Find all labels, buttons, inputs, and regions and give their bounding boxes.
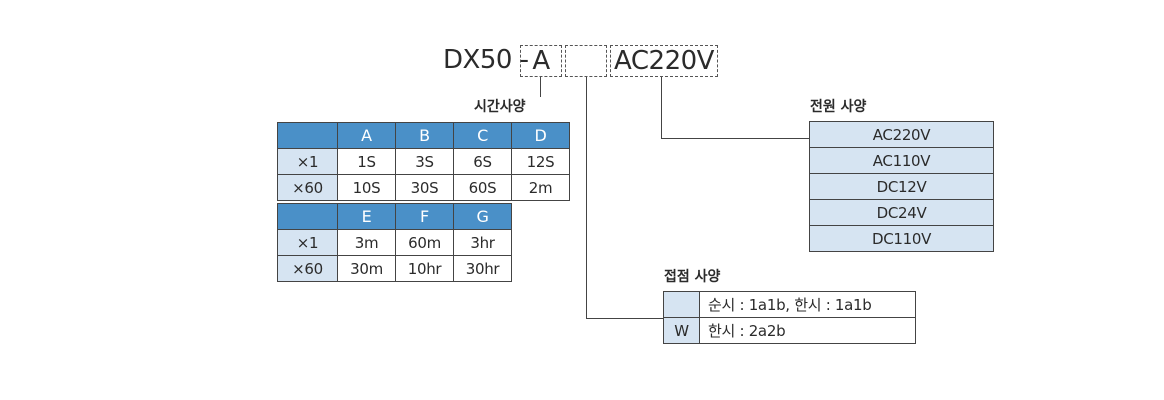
power-option: AC110V xyxy=(809,147,994,174)
time-connector-line xyxy=(540,77,541,97)
power-spec-label: 전원 사양 xyxy=(810,99,867,115)
contact-connector-horizontal xyxy=(586,318,664,319)
power-option: DC110V xyxy=(809,225,994,252)
header-cell-d: D xyxy=(511,122,570,149)
contact-spec-label: 접점 사양 xyxy=(664,269,721,285)
table-row: ×60 30m 10hr 30hr xyxy=(277,255,512,282)
header-cell xyxy=(277,122,338,149)
model-box-power: AC220V xyxy=(610,45,718,77)
contact-spec-table: 순시 : 1a1b, 한시 : 1a1b W 한시 : 2a2b xyxy=(663,291,916,344)
table-row: 순시 : 1a1b, 한시 : 1a1b xyxy=(663,291,916,318)
row-multiplier: ×1 xyxy=(277,229,338,256)
contact-code xyxy=(663,291,700,318)
power-option: AC220V xyxy=(809,121,994,148)
table-row: AC220V xyxy=(809,121,994,148)
power-connector-vertical xyxy=(661,77,662,138)
power-option: DC12V xyxy=(809,173,994,200)
table-cell: 10hr xyxy=(395,255,454,282)
table-cell: 60S xyxy=(453,174,512,201)
table-cell: 2m xyxy=(511,174,570,201)
table-row: DC12V xyxy=(809,173,994,200)
table-cell: 30m xyxy=(337,255,396,282)
table-cell: 30S xyxy=(395,174,454,201)
header-cell-g: G xyxy=(453,203,512,230)
contact-connector-vertical xyxy=(586,77,587,318)
table-cell: 1S xyxy=(337,148,396,175)
table-row: AC110V xyxy=(809,147,994,174)
header-cell-c: C xyxy=(453,122,512,149)
model-box-contact xyxy=(565,45,607,77)
table-cell: 3S xyxy=(395,148,454,175)
time-spec-label: 시간사양 xyxy=(474,99,526,115)
table-cell: 60m xyxy=(395,229,454,256)
table-cell: 10S xyxy=(337,174,396,201)
table-header-row: E F G xyxy=(277,203,512,230)
contact-desc: 한시 : 2a2b xyxy=(699,317,916,344)
time-spec-table-2: E F G ×1 3m 60m 3hr ×60 30m 10hr 30hr xyxy=(277,203,512,282)
table-cell: 30hr xyxy=(453,255,512,282)
table-row: ×1 1S 3S 6S 12S xyxy=(277,148,570,175)
model-box-time: A xyxy=(520,45,562,77)
table-row: ×1 3m 60m 3hr xyxy=(277,229,512,256)
table-cell: 6S xyxy=(453,148,512,175)
time-spec-table-1: A B C D ×1 1S 3S 6S 12S ×60 10S 30S 60S … xyxy=(277,122,570,201)
header-cell xyxy=(277,203,338,230)
contact-desc: 순시 : 1a1b, 한시 : 1a1b xyxy=(699,291,916,318)
model-prefix: DX50 - xyxy=(443,45,529,75)
row-multiplier: ×60 xyxy=(277,255,338,282)
header-cell-f: F xyxy=(395,203,454,230)
table-row: ×60 10S 30S 60S 2m xyxy=(277,174,570,201)
contact-code: W xyxy=(663,317,700,344)
row-multiplier: ×60 xyxy=(277,174,338,201)
table-cell: 3hr xyxy=(453,229,512,256)
power-spec-table: AC220V AC110V DC12V DC24V DC110V xyxy=(809,121,994,252)
header-cell-a: A xyxy=(337,122,396,149)
power-connector-horizontal xyxy=(661,138,810,139)
header-cell-b: B xyxy=(395,122,454,149)
table-cell: 12S xyxy=(511,148,570,175)
table-header-row: A B C D xyxy=(277,122,570,149)
header-cell-e: E xyxy=(337,203,396,230)
power-option: DC24V xyxy=(809,199,994,226)
table-cell: 3m xyxy=(337,229,396,256)
row-multiplier: ×1 xyxy=(277,148,338,175)
table-row: W 한시 : 2a2b xyxy=(663,317,916,344)
table-row: DC24V xyxy=(809,199,994,226)
table-row: DC110V xyxy=(809,225,994,252)
